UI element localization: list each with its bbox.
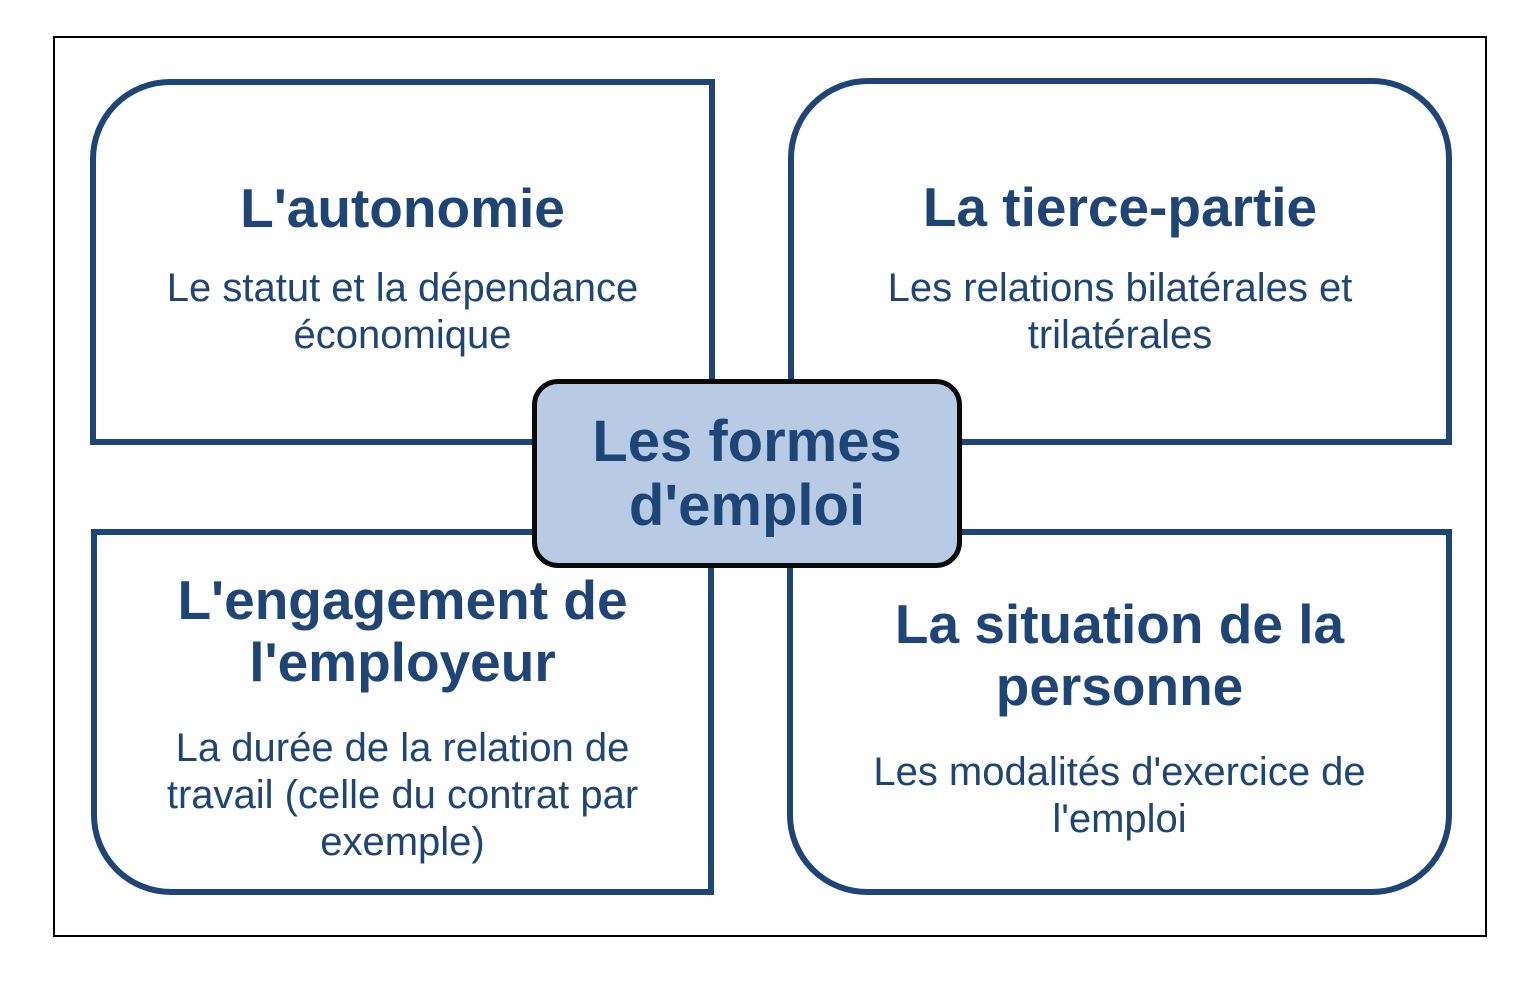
quadrant-autonomy: L'autonomie Le statut et la dépendance é… [90, 79, 715, 445]
quadrant-description: Les modalités d'exercice de l'emploi [873, 750, 1366, 841]
quadrant-third-party: La tierce-partie Les relations bilatéral… [788, 78, 1452, 445]
quadrant-employer-commitment: L'engagement de l'employeur La durée de … [91, 529, 714, 895]
central-topic: Les formes d'emploi [532, 379, 962, 568]
quadrant-description: Le statut et la dépendance économique [166, 266, 639, 357]
quadrant-person-situation: La situation de la personne Les modalité… [787, 529, 1452, 895]
quadrant-title: L'autonomie [240, 177, 565, 239]
central-topic-label: Les formes d'emploi [592, 408, 902, 538]
quadrant-title: L'engagement de l'employeur [177, 569, 628, 693]
quadrant-description: La durée de la relation de travail (cell… [166, 726, 639, 864]
quadrant-title: La tierce-partie [922, 176, 1318, 238]
quadrant-title: La situation de la personne [894, 593, 1345, 717]
quadrant-description: Les relations bilatérales et trilatérale… [887, 266, 1353, 357]
